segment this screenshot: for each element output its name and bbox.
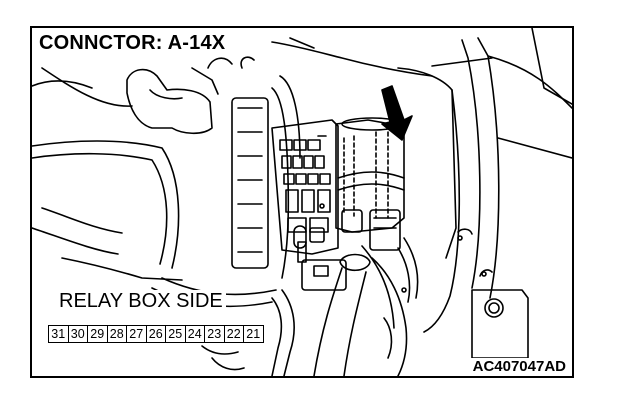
relay-box-side-label: RELAY BOX SIDE: [56, 290, 226, 313]
figure-code: AC407047AD: [470, 358, 568, 375]
pin-cell: 31: [51, 327, 66, 341]
pin-cell: 30: [67, 326, 88, 342]
pin-cell: 24: [184, 326, 205, 342]
engine-bay-illustration: [32, 28, 572, 376]
pin-cell: 29: [87, 326, 107, 342]
pin-cell: 25: [165, 326, 185, 342]
pin-cell: 21: [243, 326, 263, 342]
pin-cell: 22: [223, 326, 244, 342]
pin-cell: 28: [106, 326, 127, 342]
connector-title: CONNCTOR: A-14X: [37, 32, 228, 55]
connector-pin-row: 31 30 29 28 27 26 25 24 23 22 21: [48, 325, 264, 343]
diagram-frame: CONNCTOR: A-14X RELAY BOX SIDE 31 30 29 …: [30, 26, 574, 378]
pin-cell: 23: [204, 326, 224, 342]
pin-cell: 26: [145, 326, 166, 342]
pin-cell: 27: [126, 326, 146, 342]
